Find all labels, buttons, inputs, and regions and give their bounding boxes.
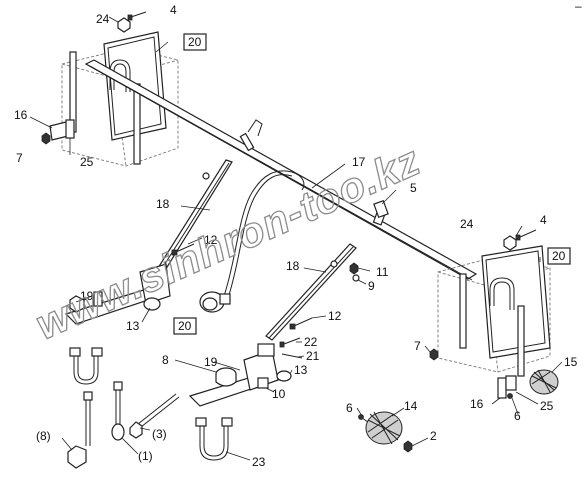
right-bar-b	[517, 305, 525, 377]
callout-20-right: 20	[552, 249, 566, 263]
callout-18-lower: 18	[286, 259, 300, 273]
callout-12-upper: 12	[204, 233, 218, 247]
callout-7-left: 7	[16, 151, 23, 165]
boxed-label-20-mid: 20	[173, 317, 197, 335]
left-clamp-13	[143, 297, 161, 311]
nut-8	[67, 445, 87, 469]
boxed-label-20-right: 20	[547, 247, 571, 265]
callout-25-left: 25	[80, 155, 94, 169]
crossbar-clamp	[247, 119, 263, 137]
nut-11	[349, 262, 359, 275]
callout-16-left: 16	[14, 108, 28, 122]
callout-8: 8	[162, 353, 169, 367]
bolt-21	[281, 353, 303, 359]
left-hanging-u-bolt	[73, 352, 99, 385]
callout-13-right: 13	[294, 363, 308, 377]
callout-8-paren: (8)	[36, 429, 51, 443]
corner-mark: –	[575, 0, 582, 13]
callouts: 24 4 16 7 25 17 5 18 12 24 4 11 9 18 19 …	[14, 3, 578, 469]
callout-4-right: 4	[540, 213, 547, 227]
callout-20-top: 20	[188, 35, 202, 49]
callout-2: 2	[430, 429, 437, 443]
callout-6-front: 6	[346, 401, 353, 415]
callout-7-right: 7	[414, 339, 421, 353]
part-5	[373, 199, 389, 219]
right-bar-a	[459, 273, 467, 349]
callout-9: 9	[368, 279, 375, 293]
callout-4-left: 4	[170, 3, 177, 17]
right-lower-arm	[265, 243, 360, 341]
callout-15: 15	[564, 355, 578, 369]
harness-cable	[223, 170, 305, 297]
callout-6-right: 6	[514, 409, 521, 423]
callout-25-right: 25	[540, 399, 554, 413]
callout-14: 14	[404, 399, 418, 413]
callout-5: 5	[410, 181, 417, 195]
right-clamp-13	[276, 370, 292, 382]
right-bolt-4	[517, 229, 537, 239]
left-angle-bracket	[49, 121, 69, 141]
eye-bolt-1	[111, 423, 125, 441]
callout-18-upper: 18	[156, 197, 170, 211]
right-nut-7	[429, 348, 439, 361]
boxed-label-20-top: 20	[183, 33, 207, 51]
callout-19-left: 19	[80, 289, 94, 303]
callout-3-paren: (3)	[152, 427, 167, 441]
left-bolt-4	[130, 11, 147, 18]
front-reflector-assembly	[358, 411, 413, 453]
callout-24-left: 24	[96, 12, 110, 26]
right-u-bolt	[489, 277, 515, 310]
left-clamp-block	[139, 263, 171, 305]
left-nut-24	[117, 17, 131, 33]
loose-bolts	[67, 381, 180, 469]
right-bolt-12	[293, 317, 313, 327]
left-bar-b	[133, 83, 141, 165]
right-nut-24	[503, 235, 517, 251]
nut-2	[403, 440, 413, 453]
callout-1-paren: (1)	[138, 449, 153, 463]
left-u-bolt	[109, 59, 131, 92]
left-bolt-12	[175, 243, 195, 253]
callout-20-mid: 20	[178, 319, 192, 333]
right-mount-assembly	[429, 229, 559, 399]
bolt-3	[137, 393, 177, 425]
right-mounting-plate	[481, 245, 551, 359]
callout-22: 22	[304, 335, 318, 349]
left-mount-assembly	[41, 11, 179, 167]
part-10	[257, 377, 269, 389]
callout-10: 10	[272, 387, 286, 401]
washer-9	[352, 274, 360, 282]
u-bolt-23	[199, 424, 229, 461]
callout-12-lower: 12	[328, 309, 342, 323]
callout-17: 17	[352, 155, 366, 169]
callout-24-right: 24	[460, 217, 474, 231]
right-angle-bracket	[497, 377, 507, 399]
left-lower-bracket	[64, 263, 171, 385]
callout-13-left: 13	[126, 319, 140, 333]
callout-21: 21	[306, 349, 320, 363]
left-nut-7	[41, 132, 51, 145]
callout-16-right: 16	[470, 397, 484, 411]
callout-19-right: 19	[204, 355, 218, 369]
wiring-harness	[199, 170, 305, 313]
callout-23: 23	[252, 455, 266, 469]
callout-11: 11	[376, 265, 389, 279]
bolt-22	[283, 337, 301, 345]
leader-lines	[29, 16, 563, 461]
right-lower-bracket	[188, 337, 303, 461]
